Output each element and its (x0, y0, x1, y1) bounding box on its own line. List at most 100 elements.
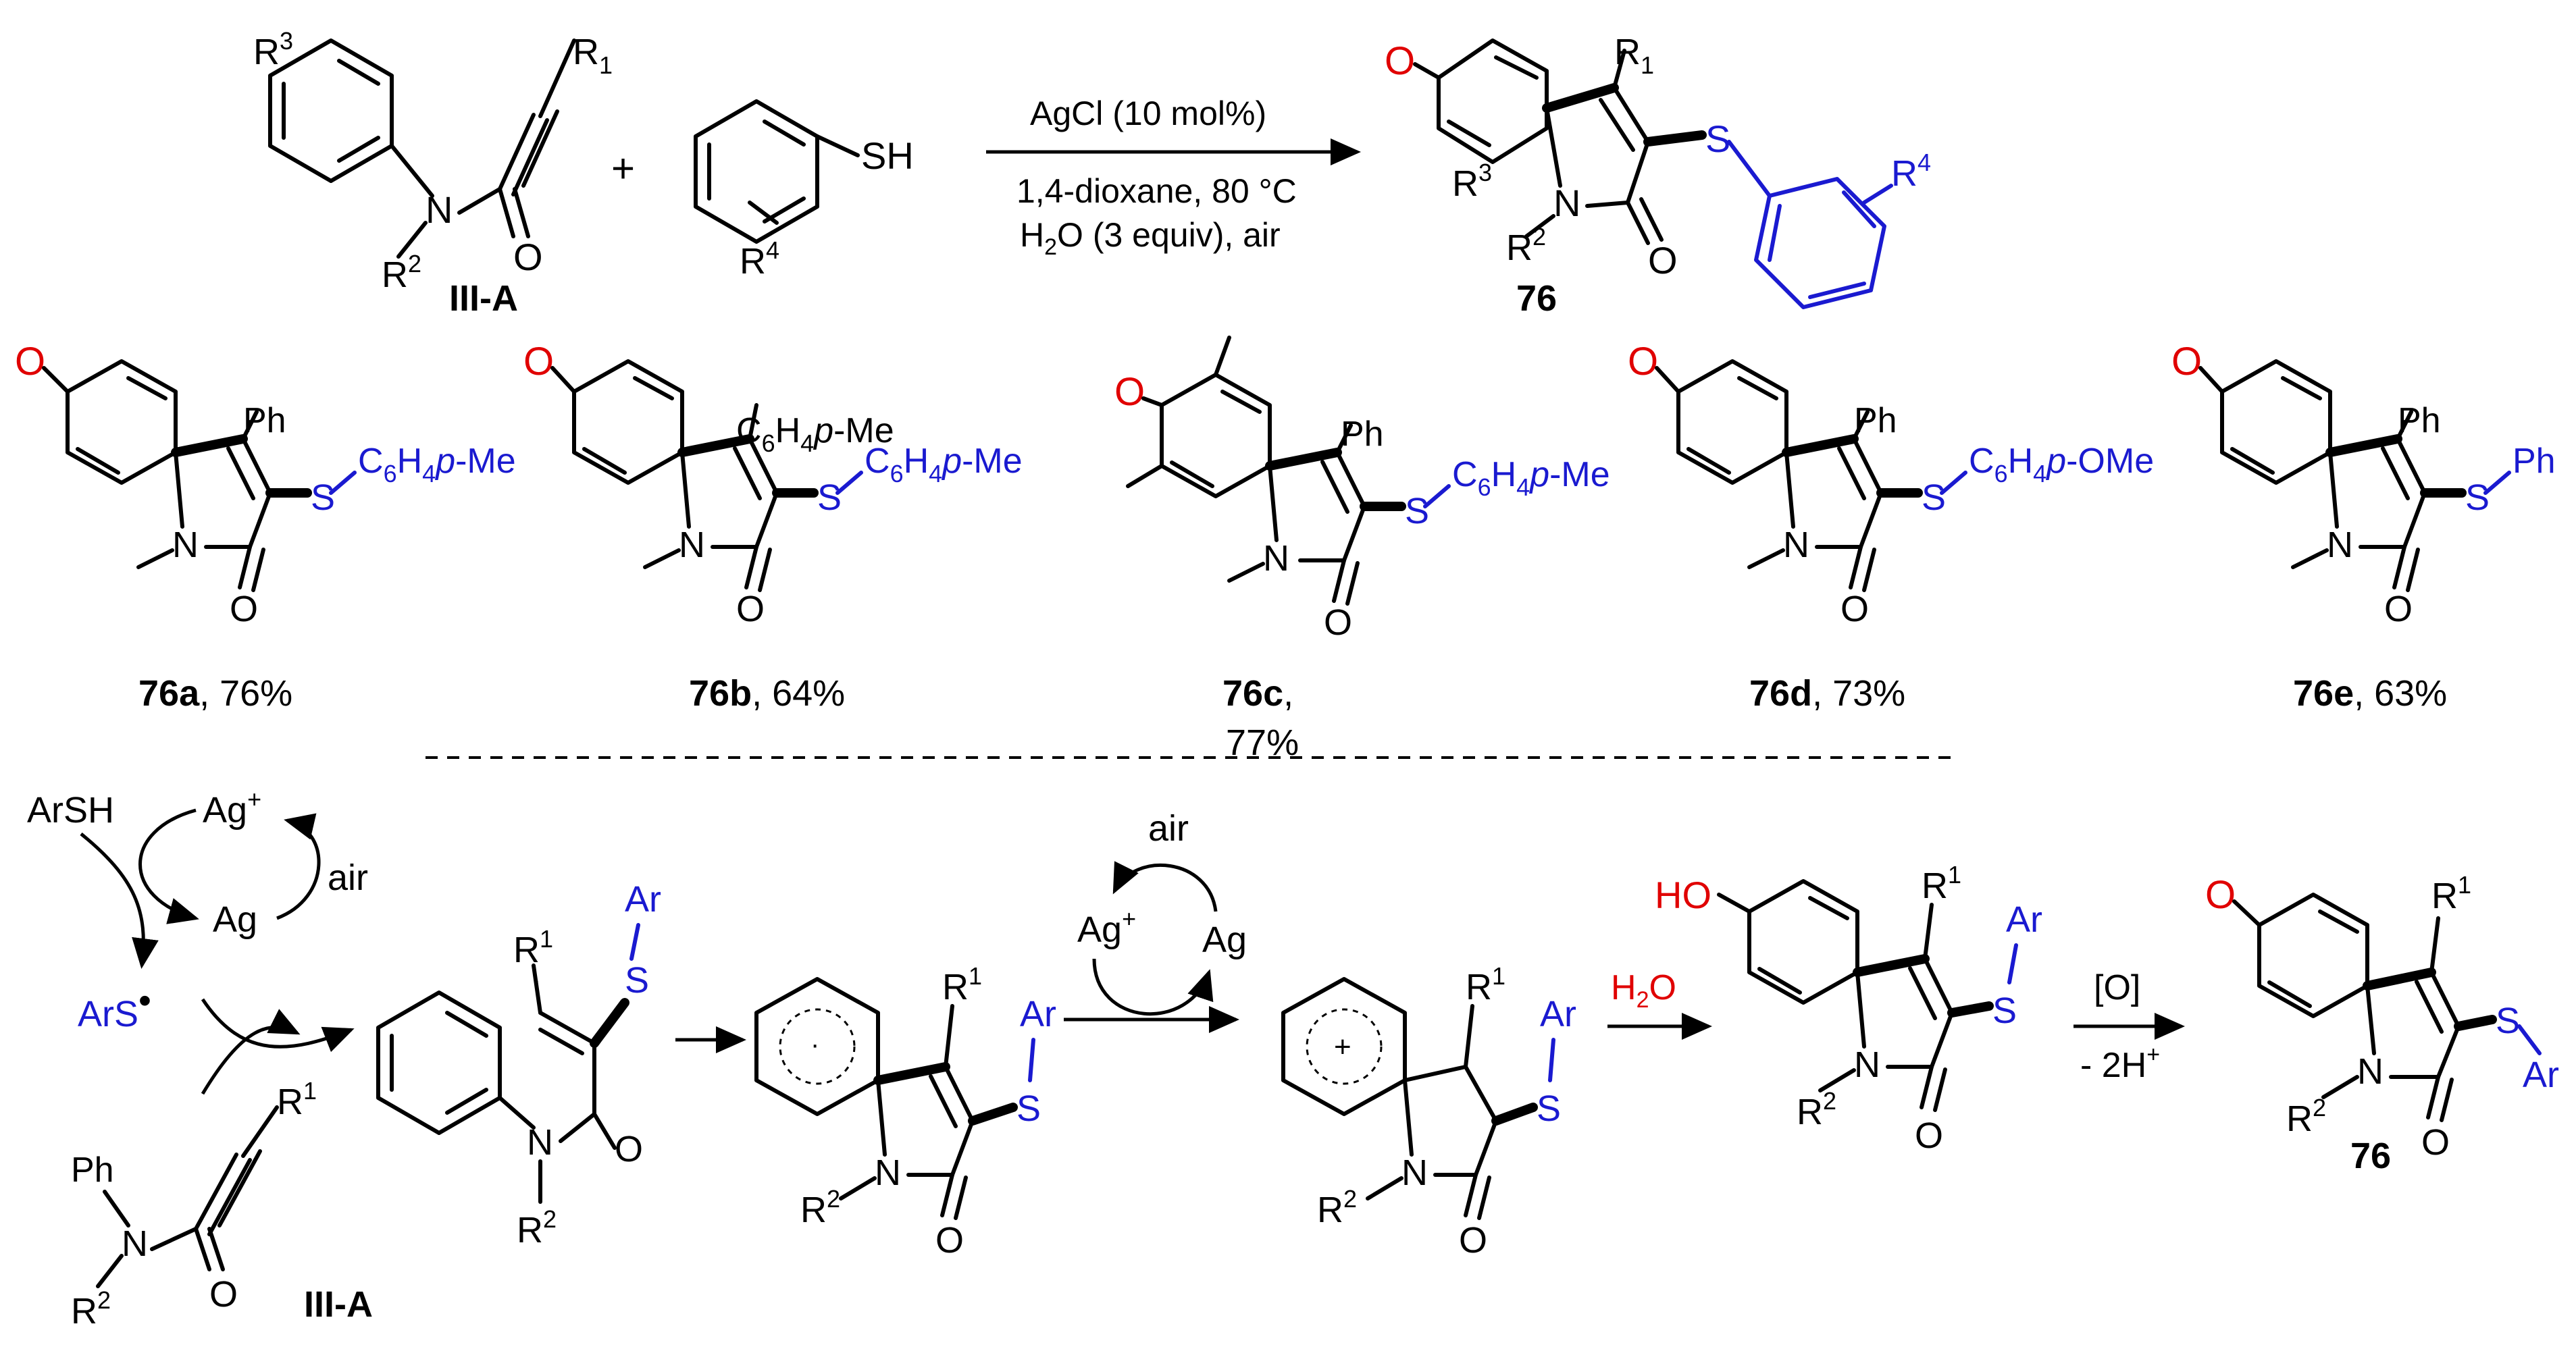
example-76e: O Ph N O S Ph 76e, 63% (2171, 340, 2556, 714)
caption-76c: 76c, (1222, 673, 1293, 714)
ketone-o: O (1628, 340, 1658, 384)
arsh-label: ArSH (27, 790, 114, 830)
ph-label: Ph (1854, 401, 1897, 440)
ar-label: Ar (1020, 994, 1056, 1034)
lactam-o: O (1840, 589, 1869, 629)
caption-76a: 76a, 76% (138, 673, 292, 714)
ph-label: Ph (2398, 401, 2441, 440)
cation-plus: + (1334, 1030, 1351, 1063)
carbonyl-o: O (209, 1274, 238, 1315)
n-atom: N (172, 525, 199, 565)
r4-product: R4 (1891, 149, 1931, 194)
r1-label: R1 (942, 962, 982, 1007)
n-atom: N (679, 525, 705, 565)
product-76-general: O R3 R1 N O R2 S R4 76 (1385, 32, 1931, 319)
carbonyl-o: O (615, 1129, 643, 1169)
thio-substituent: Ph (2513, 442, 2556, 481)
ar-label: Ar (2523, 1055, 2559, 1095)
lactam-o: O (230, 589, 258, 629)
ho-label: HO (1655, 874, 1711, 916)
condition-catalyst: AgCl (10 mol%) (1030, 95, 1266, 132)
lactam-o: O (1648, 239, 1678, 282)
r2-label: R2 (517, 1205, 557, 1250)
n-atom: N (1263, 538, 1289, 579)
thiophenol: SH R4 (694, 99, 914, 282)
lactam-o: O (1459, 1220, 1487, 1261)
substrate-arrow (201, 1009, 301, 1095)
r2-label: R2 (382, 250, 421, 295)
addition-arrow (201, 998, 355, 1053)
r4-label-thiol: R4 (740, 236, 779, 282)
n-atom: N (1401, 1153, 1428, 1193)
example-76b: O C6H4p-Me N O S C6H4p-Me 76b, 64% (523, 340, 1023, 714)
r2-product: R2 (1506, 223, 1546, 268)
r1-label: R1 (277, 1077, 317, 1122)
carbonyl-o: O (513, 236, 543, 278)
product-label: 76 (2350, 1136, 2391, 1176)
ar-label: Ar (2006, 899, 2042, 940)
condition-solvent: 1,4-dioxane, 80 °C (1016, 172, 1297, 210)
substrate-iii-a: R3 N R2 O R1 III-A (253, 27, 613, 319)
sulfur: S (1405, 491, 1429, 531)
lactam-o: O (736, 589, 765, 629)
r2-label: R2 (2286, 1094, 2326, 1139)
r2-label: R2 (1317, 1185, 1357, 1230)
sulfur: S (1537, 1088, 1561, 1129)
ars-radical: ArS• (78, 980, 151, 1034)
ketone-o: O (2205, 873, 2236, 917)
air-label: air (328, 857, 368, 898)
ag-cycle: ArSH Ag+ Ag air ArS• (27, 785, 368, 1095)
reaction-arrow-top: AgCl (10 mol%) 1,4-dioxane, 80 °C H2O (3… (986, 95, 1361, 260)
sulfur: S (2496, 1001, 2520, 1041)
ag-plus-label: Ag+ (1077, 905, 1136, 950)
r1-label: R1 (1466, 962, 1505, 1007)
ag-arrow (1092, 958, 1214, 1016)
r3-product: R3 (1452, 159, 1492, 204)
caption-76b: 76b, 64% (689, 673, 845, 714)
lactam-o: O (2384, 589, 2413, 629)
ag-oxidation-cycle: air Ag+ Ag (1064, 808, 1247, 1033)
sulfur: S (817, 477, 842, 518)
oxidation-step: [O] - 2H+ (2073, 968, 2185, 1085)
ag-label: Ag (1202, 920, 1247, 960)
sulfur: S (2465, 477, 2490, 518)
lactam-o: O (935, 1220, 964, 1261)
water-label: H2O (1611, 968, 1676, 1013)
ph-label: Ph (1341, 415, 1384, 454)
ketone-o: O (2171, 340, 2202, 384)
thio-substituent: C6H4p-OMe (1969, 442, 2154, 487)
radical-dot: · (810, 1030, 819, 1059)
radical-spiro-intermediate: · R1 N R2 O S Ar (754, 962, 1056, 1261)
aryl-top-label: C6H4p-Me (736, 411, 894, 457)
lactam-o: O (1324, 602, 1352, 643)
ag-label: Ag (213, 899, 257, 940)
n-atom: N (1854, 1045, 1880, 1085)
cycle-arrow-left (138, 808, 199, 924)
sulfur: S (1016, 1088, 1041, 1129)
condition-water: H2O (3 equiv), air (1020, 216, 1281, 260)
water-step: H2O (1607, 968, 1712, 1040)
ketone-o: O (523, 340, 554, 384)
lactam-o: O (2421, 1122, 2450, 1163)
caption-76e: 76e, 63% (2293, 673, 2447, 714)
air-label: air (1148, 808, 1189, 849)
substrate-iii-a-mech: Ph N R2 O R1 III-A (71, 1077, 373, 1331)
sulfur-product: S (1705, 117, 1730, 160)
n-atom: N (875, 1153, 901, 1193)
air-arrow (1112, 861, 1218, 912)
vinyl-radical-intermediate: N R2 O · R1 S Ar (376, 879, 661, 1250)
caption-76d: 76d, 73% (1749, 673, 1905, 714)
ketone-o: O (1114, 370, 1145, 414)
substrate-label: III-A (449, 278, 518, 319)
n-atom: N (2357, 1051, 2384, 1092)
hydroxy-intermediate: HO R1 N R2 O S Ar (1655, 861, 2042, 1156)
sulfur: S (1922, 477, 1946, 518)
ph-label: Ph (71, 1151, 114, 1190)
sulfur: S (311, 477, 335, 518)
ar-label: Ar (1540, 994, 1576, 1034)
n-atom: N (426, 188, 453, 231)
lactam-n: N (1553, 182, 1580, 224)
ketone-o: O (1385, 39, 1415, 83)
ag-plus-label: Ag+ (203, 785, 261, 830)
